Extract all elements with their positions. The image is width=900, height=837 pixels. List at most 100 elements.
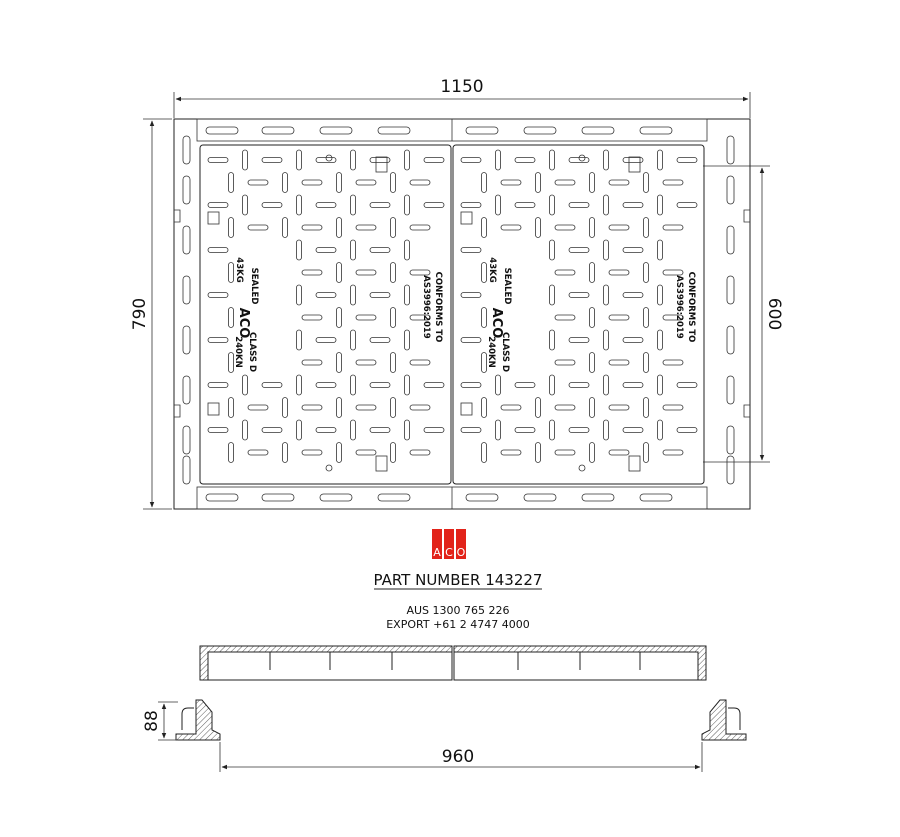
keyhole bbox=[460, 211, 473, 225]
tread-bar bbox=[662, 224, 684, 231]
plate-text-class: CLASS D bbox=[500, 332, 510, 372]
dimension-overall-height: 790 bbox=[130, 118, 172, 510]
tread-bar bbox=[608, 314, 630, 321]
frame-plan-view bbox=[173, 118, 751, 510]
tread-bar bbox=[409, 404, 431, 411]
tread-bar bbox=[355, 404, 377, 411]
tread-bar bbox=[608, 449, 630, 456]
tread-bar bbox=[228, 172, 234, 193]
tread-bar bbox=[207, 427, 229, 433]
tread-bar bbox=[261, 427, 283, 433]
tread-bar bbox=[603, 284, 609, 306]
tread-bar bbox=[603, 329, 609, 351]
tread-bar bbox=[662, 404, 684, 411]
tread-bar bbox=[261, 157, 283, 163]
tread-bar bbox=[350, 329, 356, 351]
keyhole bbox=[375, 455, 388, 472]
plate-text-load: 240KN bbox=[233, 336, 243, 367]
keyhole bbox=[207, 402, 220, 416]
tread-bar bbox=[514, 427, 536, 433]
tread-bar bbox=[355, 224, 377, 231]
tread-bar bbox=[554, 179, 576, 186]
dimension-overall-width: 1150 bbox=[173, 77, 751, 118]
plate-text-weight: 43KG bbox=[487, 257, 497, 282]
frame-slot bbox=[205, 493, 239, 502]
tread-bar bbox=[622, 337, 644, 343]
tread-bar bbox=[301, 449, 323, 456]
tread-bar bbox=[643, 442, 649, 463]
tread-bar bbox=[589, 307, 595, 328]
tread-bar bbox=[369, 427, 391, 433]
tread-bar bbox=[350, 194, 356, 216]
tread-bar bbox=[296, 419, 302, 441]
tread-bar bbox=[568, 382, 590, 388]
frame-slot bbox=[523, 126, 557, 135]
tread-bar bbox=[500, 449, 522, 456]
tread-bar bbox=[301, 224, 323, 231]
tread-bar bbox=[514, 382, 536, 388]
logo-block-c bbox=[444, 529, 454, 559]
plate-text-standard: AS3996:2019 bbox=[674, 275, 684, 338]
tread-bar bbox=[481, 307, 487, 328]
tread-bar bbox=[657, 419, 663, 441]
tread-bar bbox=[296, 194, 302, 216]
tread-bar bbox=[676, 382, 698, 388]
frame-slot bbox=[726, 175, 735, 205]
tread-bar bbox=[549, 419, 555, 441]
tread-bar bbox=[603, 419, 609, 441]
logo-letter-a: A bbox=[433, 546, 441, 559]
tread-bar bbox=[409, 179, 431, 186]
tread-bar bbox=[315, 202, 337, 208]
cover-plate-left bbox=[199, 144, 452, 485]
tread-bar bbox=[603, 239, 609, 261]
tread-bar bbox=[495, 194, 501, 216]
keyhole bbox=[375, 156, 388, 173]
tread-bar bbox=[369, 382, 391, 388]
tread-bar bbox=[315, 337, 337, 343]
tread-bar bbox=[460, 427, 482, 433]
tread-bar bbox=[549, 149, 555, 171]
tread-bar bbox=[608, 224, 630, 231]
tread-bar bbox=[622, 382, 644, 388]
frame-slot bbox=[182, 275, 191, 305]
tread-bar bbox=[676, 427, 698, 433]
frame-section-view bbox=[175, 699, 747, 741]
tread-bar bbox=[608, 404, 630, 411]
tread-bar bbox=[242, 419, 248, 441]
logo-block-o bbox=[456, 529, 466, 559]
tread-bar bbox=[296, 149, 302, 171]
tread-bar bbox=[207, 292, 229, 298]
tread-bar bbox=[481, 442, 487, 463]
tread-bar bbox=[369, 247, 391, 253]
tread-bar bbox=[404, 374, 410, 396]
frame-slot bbox=[581, 126, 615, 135]
tread-bar bbox=[568, 202, 590, 208]
frame-slot bbox=[319, 126, 353, 135]
tread-bar bbox=[390, 397, 396, 418]
tread-bar bbox=[261, 202, 283, 208]
tread-bar bbox=[549, 239, 555, 261]
tread-bar bbox=[423, 157, 445, 163]
tread-bar bbox=[460, 202, 482, 208]
plate-text-class: CLASS D bbox=[247, 332, 257, 372]
keyhole bbox=[207, 211, 220, 225]
tread-bar bbox=[350, 239, 356, 261]
frame-slot bbox=[726, 275, 735, 305]
tread-bar bbox=[296, 239, 302, 261]
frame-slot bbox=[182, 175, 191, 205]
tread-bar bbox=[390, 352, 396, 373]
tread-bar bbox=[643, 307, 649, 328]
tread-bar bbox=[657, 284, 663, 306]
tread-bar bbox=[662, 314, 684, 321]
tread-bar bbox=[242, 374, 248, 396]
tread-bar bbox=[554, 404, 576, 411]
logo-letter-o: O bbox=[457, 546, 466, 559]
tread-bar bbox=[336, 262, 342, 283]
tread-bar bbox=[247, 179, 269, 186]
tread-pattern bbox=[207, 149, 698, 472]
tread-bar bbox=[390, 262, 396, 283]
tread-bar bbox=[390, 217, 396, 238]
tread-bar bbox=[662, 179, 684, 186]
frame-slot bbox=[726, 375, 735, 405]
tread-bar bbox=[423, 427, 445, 433]
